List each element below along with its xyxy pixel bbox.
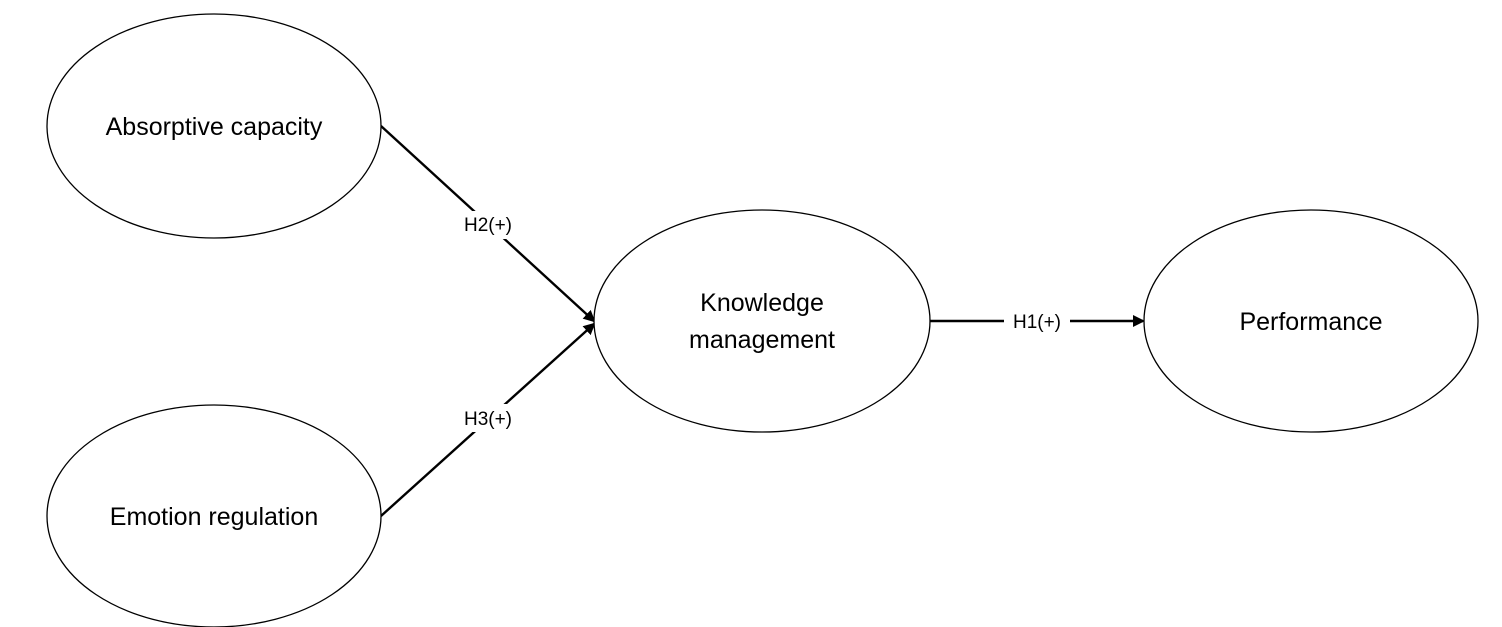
- node-emotion-regulation: Emotion regulation: [46, 404, 382, 627]
- edge-h2-label: H2(+): [464, 215, 512, 236]
- node-knowledge-management-label-line2: management: [689, 326, 835, 354]
- edge-h1: H1(+): [930, 310, 1145, 334]
- node-knowledge-management-ellipse: [593, 209, 931, 433]
- node-emotion-regulation-ellipse: [46, 404, 382, 627]
- node-absorptive-capacity-label: Absorptive capacity: [106, 113, 323, 141]
- node-absorptive-capacity-ellipse: [46, 13, 382, 239]
- node-absorptive-capacity: Absorptive capacity: [46, 13, 382, 239]
- edge-h2: H2(+): [380, 125, 596, 323]
- node-knowledge-management: Knowledge management: [593, 209, 931, 433]
- edge-h1-label: H1(+): [1013, 312, 1061, 333]
- node-performance-ellipse: [1143, 209, 1479, 433]
- edge-h1-label-bg: [1004, 310, 1070, 334]
- node-emotion-regulation-label: Emotion regulation: [110, 503, 318, 531]
- edge-h3: H3(+): [380, 322, 596, 517]
- edge-h2-label-bg: [454, 211, 520, 239]
- edge-h3-label: H3(+): [464, 409, 512, 430]
- node-performance-label: Performance: [1239, 308, 1382, 336]
- node-performance: Performance: [1143, 209, 1479, 433]
- node-knowledge-management-label-line1: Knowledge: [700, 289, 824, 317]
- edge-h3-label-bg: [454, 404, 520, 432]
